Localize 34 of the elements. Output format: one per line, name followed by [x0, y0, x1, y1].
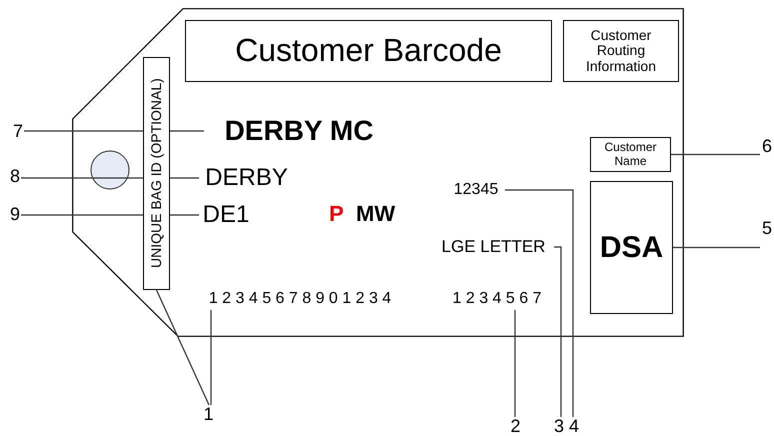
digit-sequence: 1 2 3 4 5 6 7 8 9 0 1 2 3 4 [187, 288, 413, 310]
town-text: DERBY [199, 164, 294, 192]
callout-number: 3 [553, 417, 565, 436]
callout-number: 7 [12, 122, 24, 142]
route-code: MW [356, 203, 396, 225]
callout-number: 4 [568, 417, 580, 436]
callout-number: 6 [760, 137, 774, 157]
callout-number: 8 [9, 167, 21, 187]
callout-number: 9 [9, 205, 21, 225]
callout-number: 2 [509, 417, 522, 436]
customer-name-box: Customer Name [590, 137, 671, 172]
digit-sequence: 1 2 3 4 5 6 7 [442, 288, 552, 310]
leader-line [671, 154, 760, 156]
leader-line [24, 130, 204, 132]
priority-mark: P [329, 203, 344, 225]
leader-line [514, 310, 516, 417]
leader-line [156, 290, 210, 406]
luggage-tag [72, 8, 684, 337]
leader-line [21, 214, 199, 216]
barcode-box: Customer Barcode [185, 20, 552, 82]
leader-line [554, 246, 562, 417]
leader-line [21, 177, 199, 179]
callout-number: 1 [202, 405, 215, 425]
reference-number: 12345 [447, 180, 505, 200]
leader-line [210, 310, 212, 405]
routing-info-box: Customer Routing Information [563, 20, 679, 82]
bag-id-box: UNIQUE BAG ID (OPTIONAL) [143, 57, 170, 290]
leader-line [505, 189, 574, 417]
postcode-text: DE1 [199, 201, 253, 229]
destination-text: DERBY MC [204, 114, 394, 148]
leader-line [673, 246, 760, 248]
format-text: LGE LETTER [433, 237, 554, 257]
callout-number: 5 [760, 219, 774, 239]
service-code-box: DSA [590, 181, 673, 314]
